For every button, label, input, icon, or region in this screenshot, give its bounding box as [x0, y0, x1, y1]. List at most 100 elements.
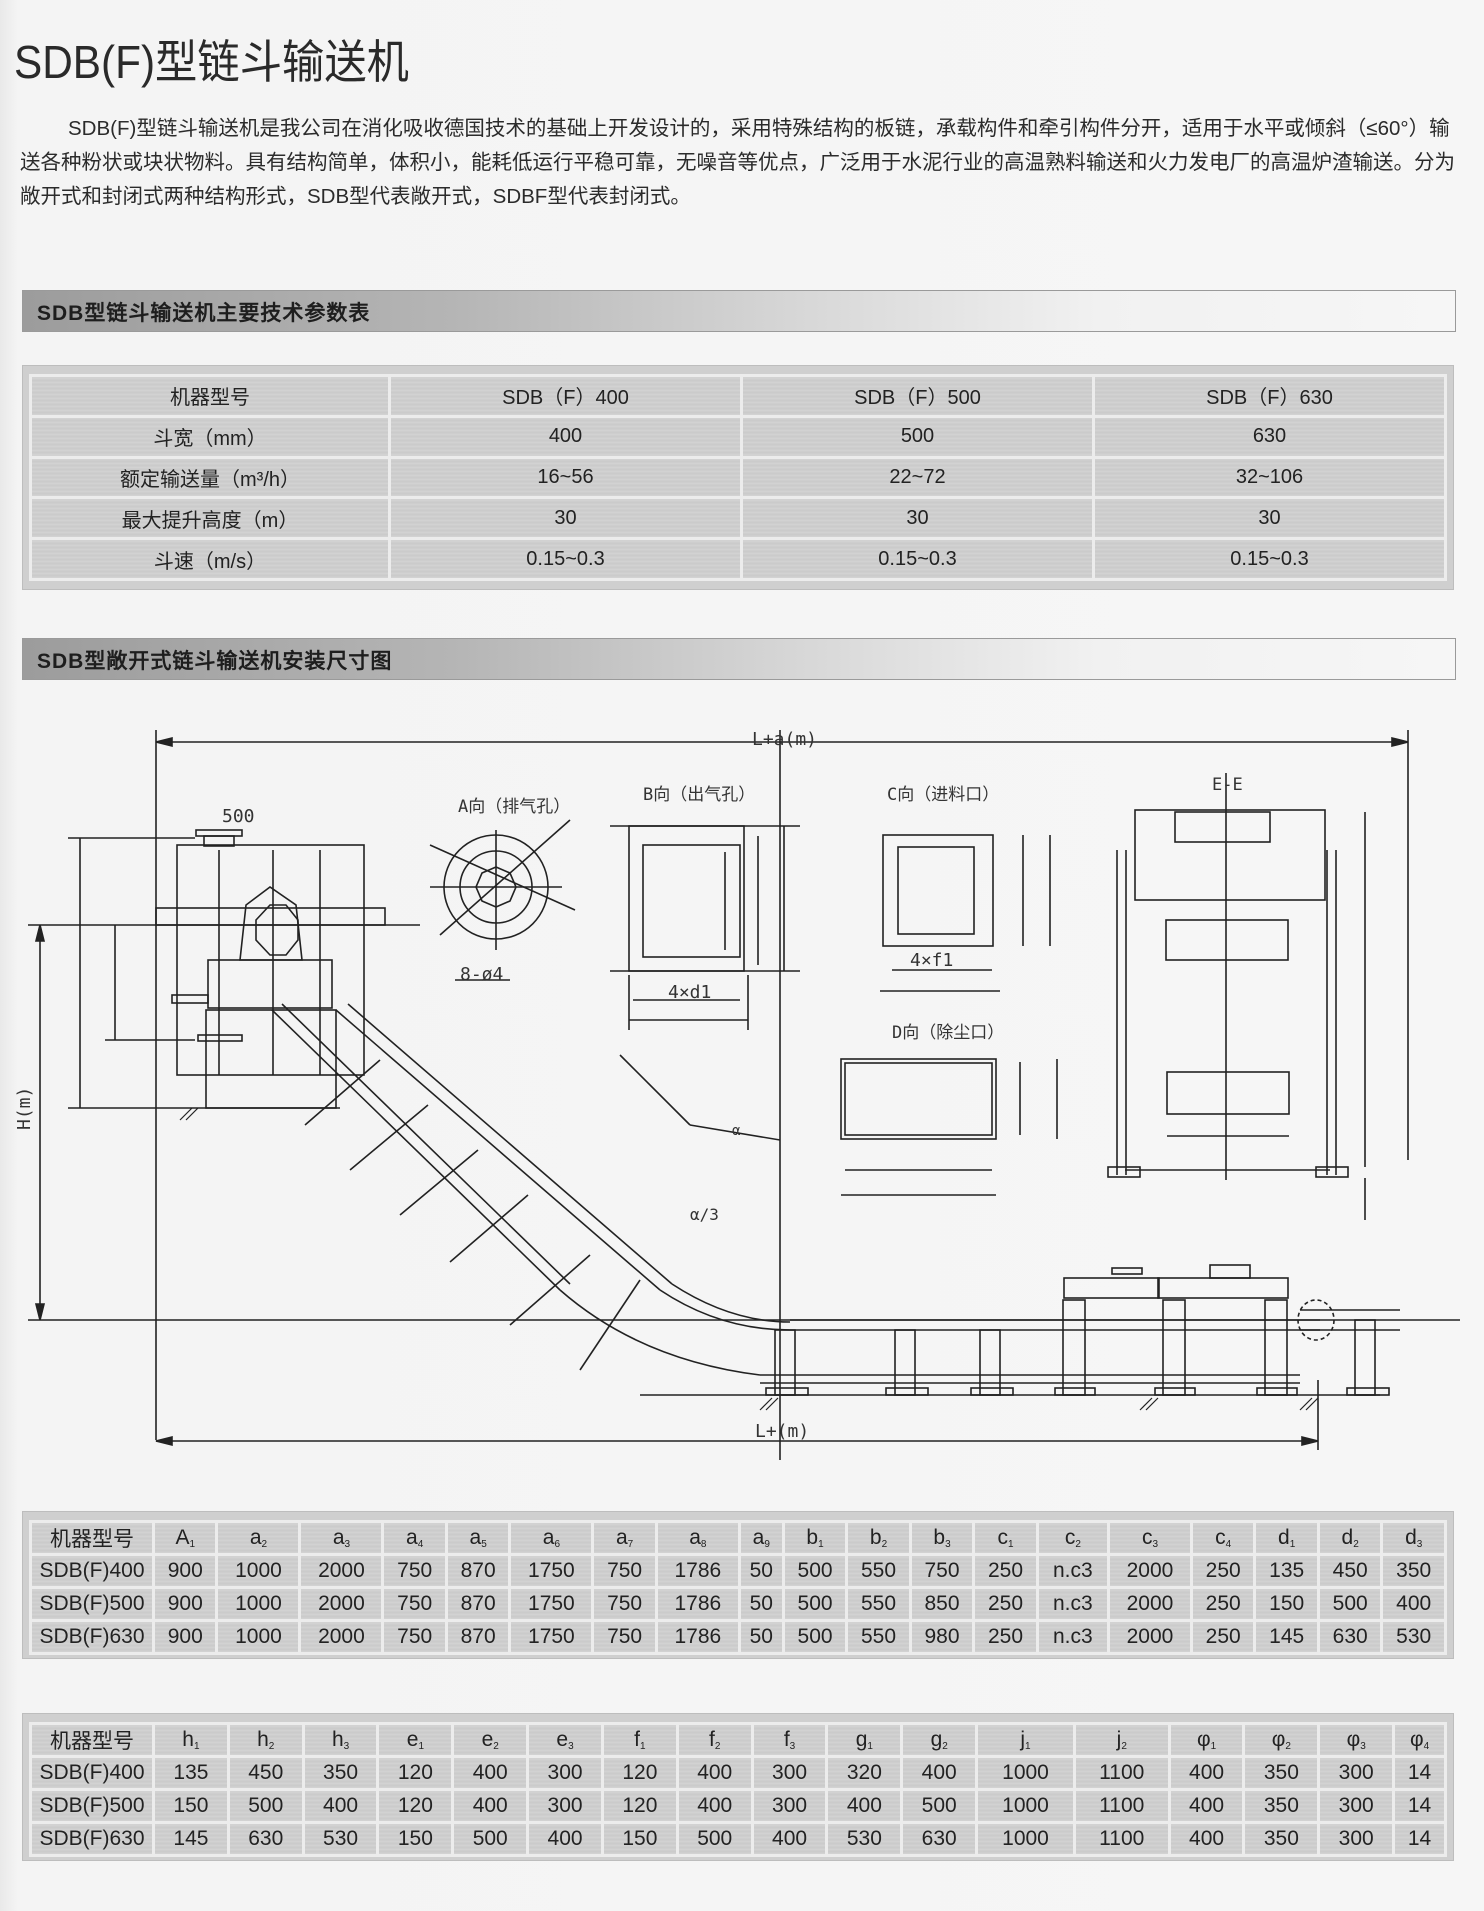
dim-cell: 350: [1242, 1821, 1321, 1857]
angle-third-label: α/3: [690, 1205, 719, 1224]
dim-cell: 400: [451, 1788, 530, 1824]
spec-cell: 22~72: [740, 455, 1095, 500]
dim-header-cell: a7: [591, 1520, 658, 1556]
dim-500-label: 500: [222, 806, 255, 827]
drawing-section-title: SDB型敞开式链斗输送机安装尺寸图: [37, 650, 393, 673]
dim-cell: 1000: [975, 1788, 1076, 1824]
dim-header-cell: c3: [1106, 1520, 1193, 1556]
dim-cell: 145: [152, 1821, 230, 1857]
dim-header-cell: a9: [737, 1520, 785, 1556]
view-b-label: B向（出气孔）: [643, 785, 755, 805]
dim-cell: 870: [444, 1553, 512, 1589]
dim-cell: 50: [737, 1553, 785, 1589]
dim-cell: 300: [1317, 1755, 1396, 1791]
dim-cell: 14: [1392, 1821, 1447, 1857]
dim-cell: 300: [750, 1788, 829, 1824]
dim-cell: 400: [451, 1755, 530, 1791]
dim-header-cell: a5: [444, 1520, 512, 1556]
dim-cell: 500: [675, 1821, 754, 1857]
dim-cell: 350: [1380, 1553, 1447, 1589]
view-c-label: C向（进料口）: [887, 785, 999, 805]
dim-cell: 500: [781, 1586, 849, 1622]
dim-cell: 250: [972, 1553, 1039, 1589]
dim-cell: 550: [845, 1619, 912, 1655]
dim-cell: 400: [750, 1821, 829, 1857]
spec-row-label: 斗速（m/s）: [29, 537, 391, 581]
dim-header-cell: e1: [376, 1722, 455, 1758]
dim-cell: 450: [1316, 1553, 1384, 1589]
dim-header-cell: c2: [1035, 1520, 1110, 1556]
dim-cell: 1750: [508, 1553, 595, 1589]
dim-cell: 120: [376, 1755, 455, 1791]
dim-cell: 300: [1317, 1821, 1396, 1857]
dim-cell: 1100: [1072, 1755, 1171, 1791]
spec-row-label: 最大提升高度（m）: [29, 496, 391, 541]
dim-cell: 1000: [975, 1755, 1076, 1791]
dim-header-cell: φ3: [1317, 1722, 1396, 1758]
dim-cell: 500: [226, 1788, 305, 1824]
dim-header-cell: d1: [1253, 1520, 1320, 1556]
dim-row-model: SDB(F)630: [29, 1619, 155, 1655]
dim-header-cell: 机器型号: [29, 1722, 155, 1758]
dim-cell: 400: [1167, 1755, 1246, 1791]
dim-header-cell: e2: [451, 1722, 530, 1758]
dim-row-model: SDB(F)630: [29, 1821, 155, 1857]
dim-cell: 400: [526, 1821, 604, 1857]
page-title: SDB(F)型链斗输送机: [14, 36, 409, 88]
spec-row-label: 额定输送量（m³/h）: [29, 455, 391, 500]
dim-cell: 50: [737, 1586, 785, 1622]
dim-header-cell: c4: [1189, 1520, 1257, 1556]
dim-cell: 1000: [215, 1553, 302, 1589]
dim-cell: 750: [591, 1619, 658, 1655]
dim-header-cell: f2: [675, 1722, 754, 1758]
dim-cell: 1000: [215, 1619, 302, 1655]
dim-cell: 750: [908, 1553, 976, 1589]
dim-cell: 120: [600, 1788, 679, 1824]
dim-cell: 2000: [1106, 1586, 1193, 1622]
dim-header-cell: A1: [151, 1520, 219, 1556]
intro-paragraph: SDB(F)型链斗输送机是我公司在消化吸收德国技术的基础上开发设计的，采用特殊结…: [20, 117, 1455, 208]
dim-header-cell: a2: [215, 1520, 302, 1556]
spec-cell: 30: [388, 496, 743, 541]
dim-cell: 400: [675, 1788, 754, 1824]
dim-header-cell: d3: [1380, 1520, 1447, 1556]
c-holes-label: 4×f1: [910, 950, 953, 971]
dim-cell: 250: [972, 1586, 1039, 1622]
dim-cell: 400: [825, 1788, 904, 1824]
dim-header-cell: g1: [825, 1722, 904, 1758]
dim-cell: 980: [908, 1619, 976, 1655]
spec-cell: 16~56: [388, 455, 743, 500]
dim-header-cell: φ1: [1167, 1722, 1246, 1758]
dim-cell: 550: [845, 1553, 912, 1589]
spec-cell: 0.15~0.3: [1092, 537, 1447, 581]
dim-cell: n.c3: [1035, 1553, 1110, 1589]
dim-cell: 1750: [508, 1586, 595, 1622]
spec-section-header: SDB型链斗输送机主要技术参数表: [22, 290, 1456, 332]
dim-cell: 14: [1392, 1788, 1447, 1824]
dim-row-model: SDB(F)400: [29, 1755, 155, 1791]
spec-cell: 30: [740, 496, 1095, 541]
dim-cell: 135: [152, 1755, 230, 1791]
dim-cell: n.c3: [1035, 1619, 1110, 1655]
dim-cell: 400: [675, 1755, 754, 1791]
dim-cell: 400: [1380, 1586, 1447, 1622]
dim-cell: 120: [600, 1755, 679, 1791]
dim-cell: 500: [781, 1619, 849, 1655]
dim-cell: 630: [1316, 1619, 1384, 1655]
angle-label: α: [732, 1123, 741, 1139]
spec-row-label: 机器型号: [29, 374, 391, 418]
dim-header-cell: b3: [908, 1520, 976, 1556]
dim-cell: n.c3: [1035, 1586, 1110, 1622]
dim-header-cell: a3: [298, 1520, 385, 1556]
dim-cell: 2000: [1106, 1553, 1193, 1589]
dim-cell: 400: [1167, 1788, 1246, 1824]
spec-cell: SDB（F）630: [1092, 374, 1447, 418]
dim-header-cell: a8: [654, 1520, 741, 1556]
